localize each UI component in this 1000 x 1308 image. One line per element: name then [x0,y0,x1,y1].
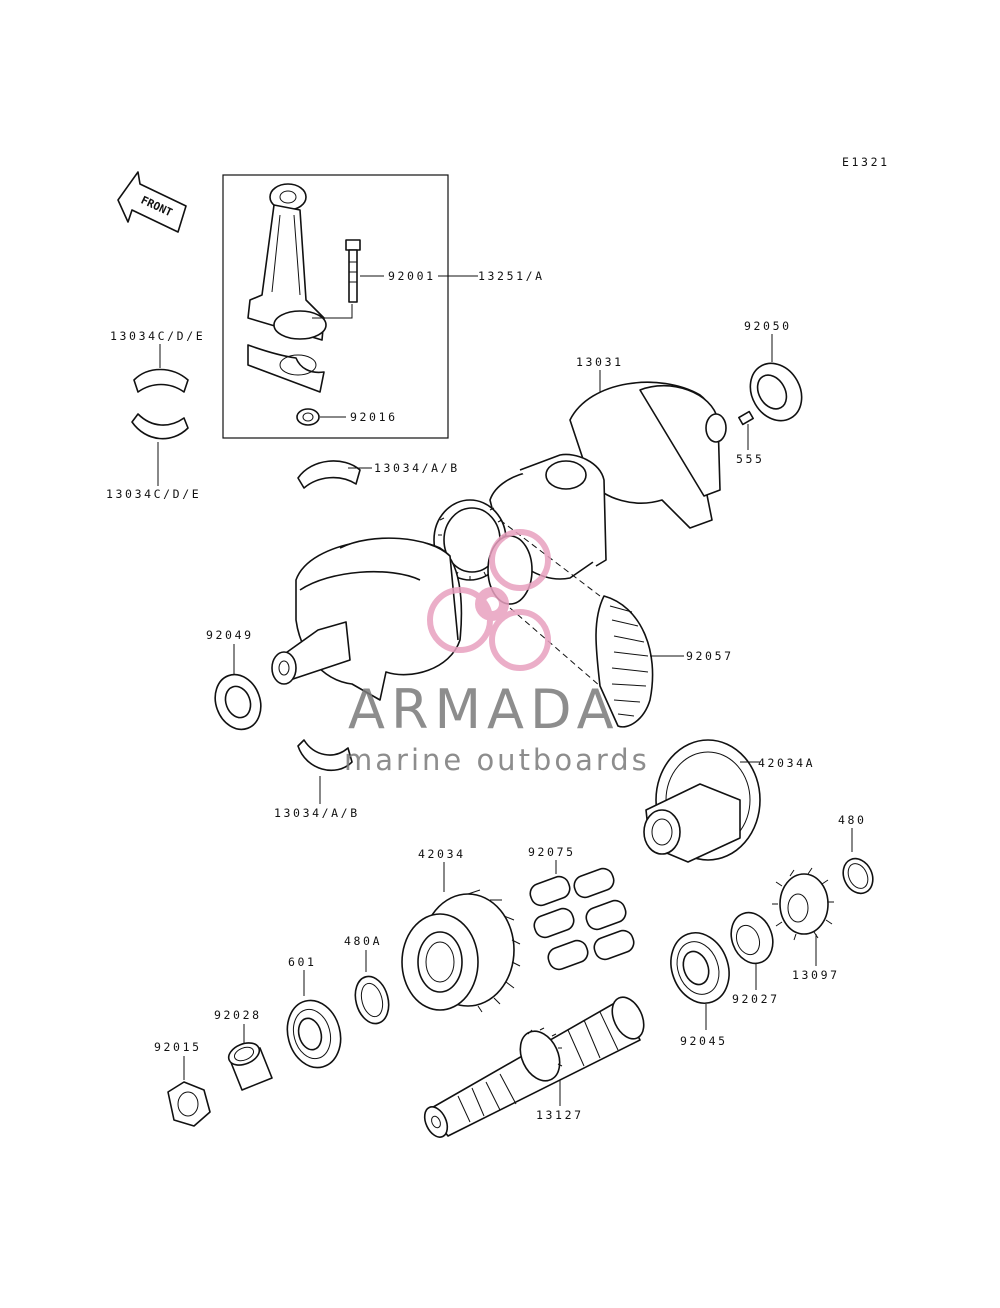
main-bearing-upper-icon [297,460,361,489]
label-13034ab-bottom: 13034/A/B [274,806,360,820]
key-icon [738,410,754,426]
label-13097: 13097 [792,968,840,982]
rod-cap-icon [247,344,325,393]
collar-92027-icon [730,911,774,965]
label-480a: 480A [344,934,382,948]
label-13034cde-bottom: 13034C/D/E [106,487,201,501]
label-13031: 13031 [576,355,624,369]
ball-bearing-601-icon [286,999,342,1069]
balancer-holder-icon [643,739,761,863]
label-92016: 92016 [350,410,398,424]
label-92050: 92050 [744,319,792,333]
connecting-rod-assembly-box [222,174,449,439]
bearing-shell-upper-icon [133,368,189,393]
ball-bearing-92045-icon [670,932,730,1004]
cam-chain-icon [595,595,654,728]
label-92027: 92027 [732,992,780,1006]
armada-watermark: ARMADA marine outboards [344,529,650,777]
label-13034cde-top: 13034C/D/E [110,329,205,343]
nut-92015-icon [167,1081,211,1127]
watermark-brand: ARMADA [348,678,620,741]
label-13127: 13127 [536,1108,584,1122]
output-shaft-13127-icon [423,996,645,1138]
connecting-rod-icon [247,183,327,341]
armada-logo-icon [427,529,551,671]
label-92045: 92045 [680,1034,728,1048]
label-92075: 92075 [528,845,576,859]
label-480: 480 [838,813,867,827]
label-92049: 92049 [206,628,254,642]
label-13034ab-top: 13034/A/B [374,461,460,475]
label-92057: 92057 [686,649,734,663]
label-42034: 42034 [418,847,466,861]
label-42034a: 42034A [758,756,815,770]
main-bearing-lower-icon [297,739,353,772]
oil-seal-right-icon [749,362,803,422]
diagram-code: E1321 [842,155,890,169]
bearing-shell-lower-icon [131,413,189,440]
circlip-480-icon [842,857,874,895]
damper-rubbers-icon [529,867,635,971]
balancer-gear-icon [401,889,521,1013]
front-arrow-icon: FRONT [117,171,187,233]
sprocket-13097-icon [772,867,834,941]
label-555: 555 [736,452,765,466]
label-92028: 92028 [214,1008,262,1022]
label-92001: 92001 [388,269,436,283]
label-92015: 92015 [154,1040,202,1054]
oil-seal-left-icon [214,673,262,731]
watermark-tagline: marine outboards [344,743,650,777]
rod-bolt-icon [345,239,361,303]
circlip-480a-icon [354,975,390,1025]
label-601: 601 [288,955,317,969]
sleeve-92028-icon [227,1042,273,1091]
rod-nut-icon [296,408,320,426]
label-13251a: 13251/A [478,269,545,283]
